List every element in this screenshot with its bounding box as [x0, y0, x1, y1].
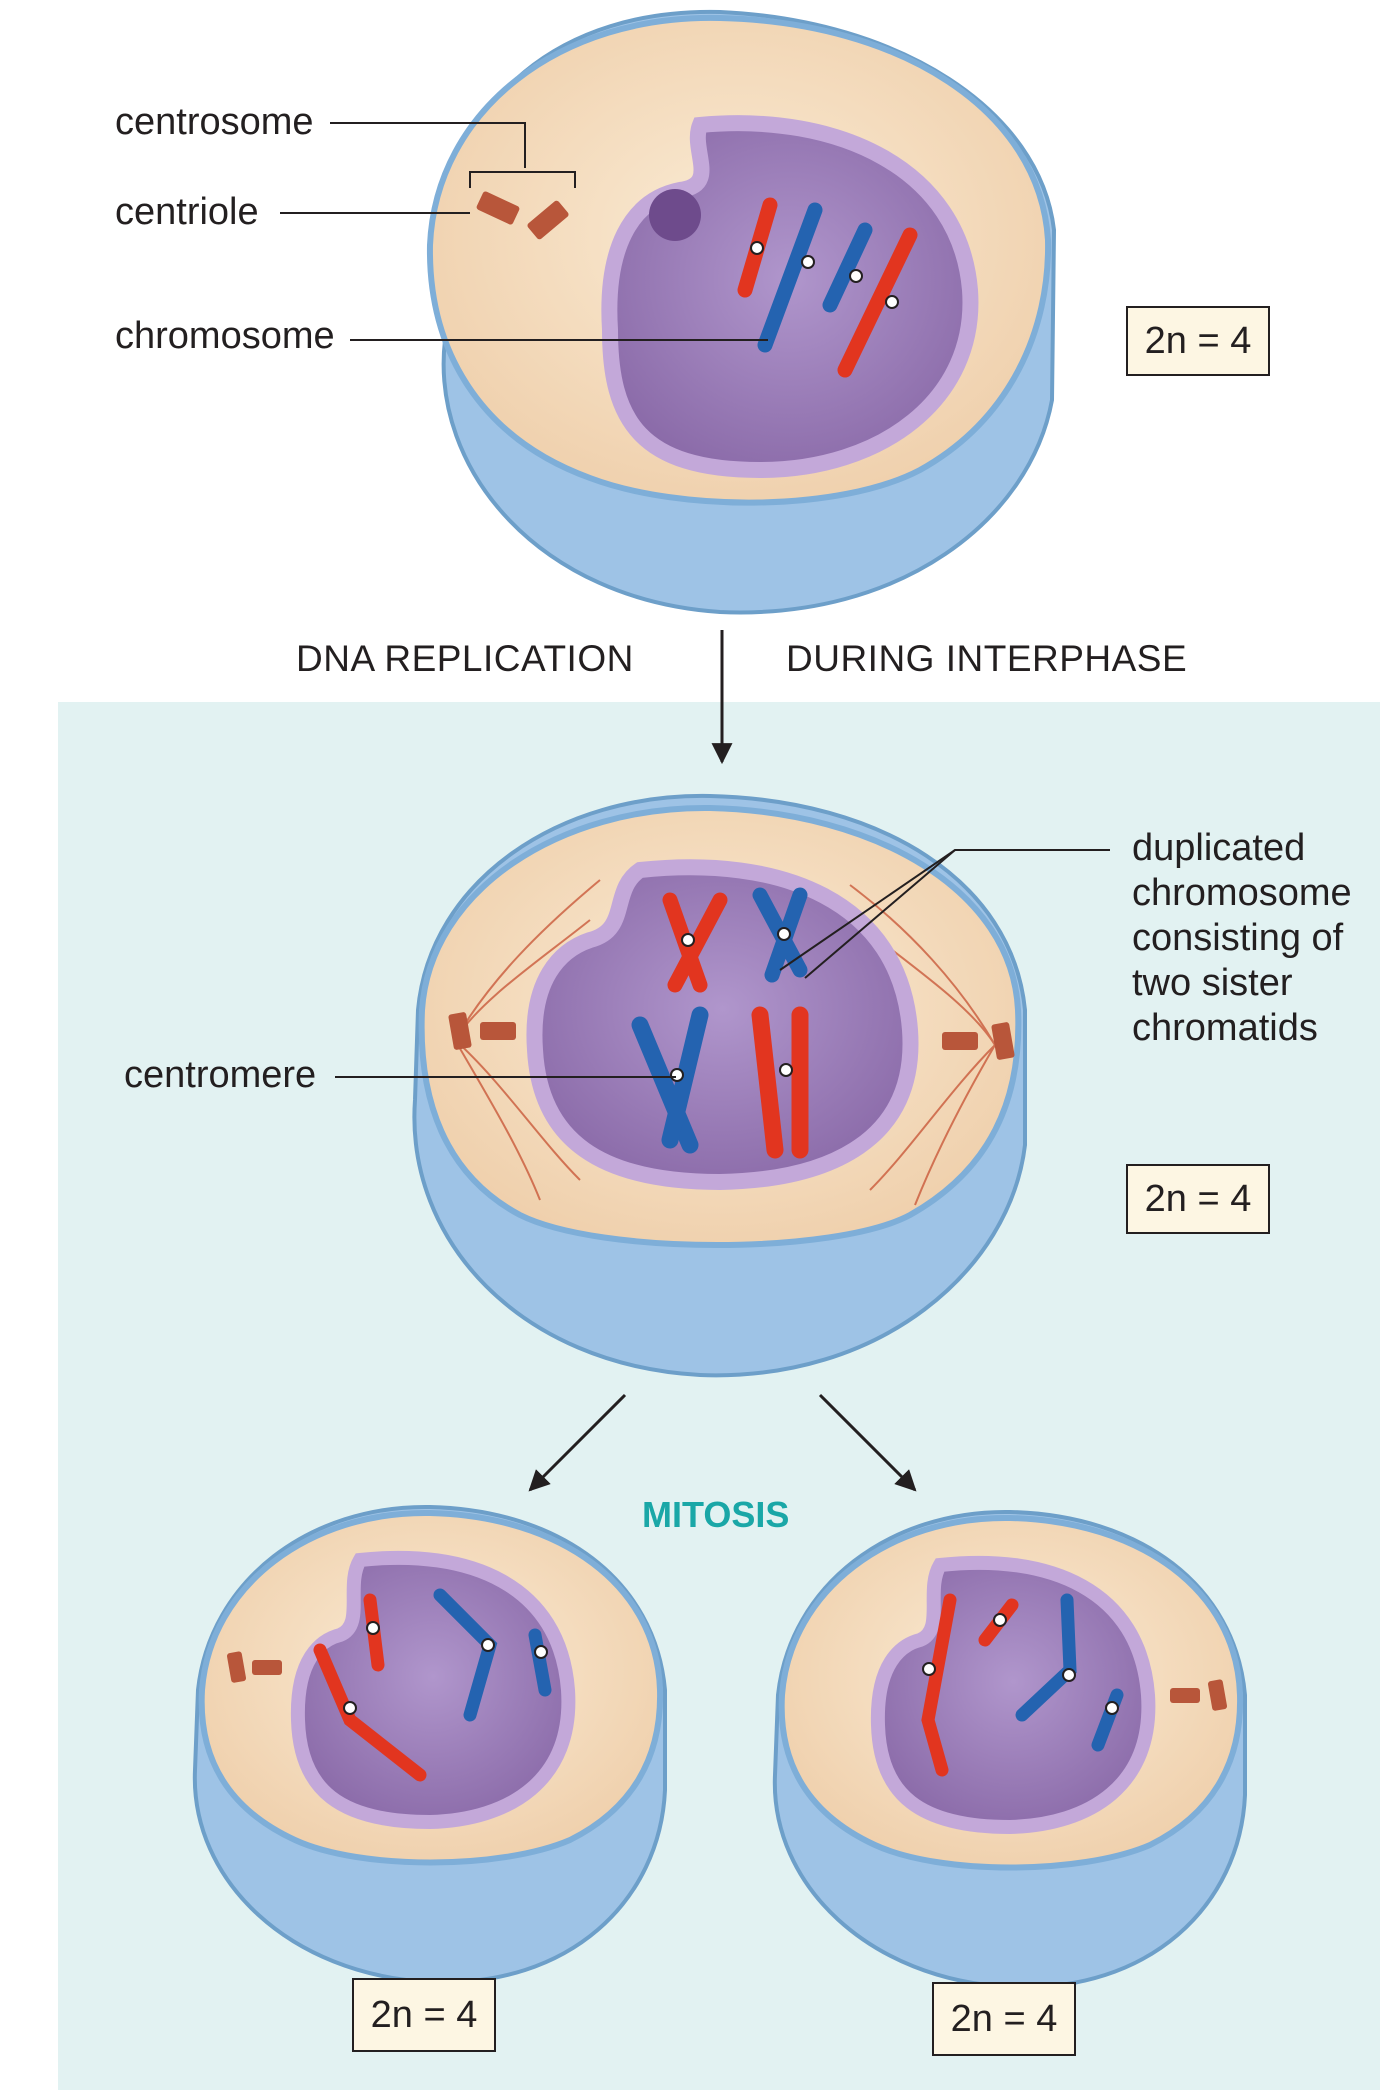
daughter-cell-left [192, 1504, 667, 1985]
centriole-icon [226, 1651, 282, 1683]
parent-cell [280, 9, 1057, 615]
chromosomes-left [313, 1588, 552, 1782]
dna-replication-label: DNA REPLICATION [296, 638, 634, 679]
mitosis-label: MITOSIS [642, 1494, 790, 1535]
replicated-cell [335, 793, 1110, 1378]
centromere-label: centromere [124, 1054, 317, 1096]
nucleus [290, 1550, 576, 1830]
ploidy-box-middle: 2n = 4 [1126, 1164, 1270, 1234]
nucleolus [649, 189, 701, 241]
arrow-to-left-daughter [528, 1393, 627, 1492]
ploidy-box-bottom-right: 2n = 4 [932, 1982, 1076, 2056]
chromosome-label: chromosome [115, 315, 335, 357]
chromosomes-right [921, 1593, 1124, 1777]
daughter-cell-right [772, 1509, 1247, 1990]
centriole-icon [476, 191, 569, 240]
ploidy-box-bottom-left: 2n = 4 [352, 1978, 496, 2052]
duplicated-line-3: consisting of [1132, 917, 1344, 959]
centriole-label: centriole [115, 191, 259, 233]
leader-lines-top [280, 122, 768, 341]
centriole-icon [1170, 1679, 1228, 1711]
during-interphase-label: DURING INTERPHASE [786, 638, 1188, 679]
centriole-icon [448, 1012, 516, 1050]
chromosomes-parent [737, 197, 918, 378]
duplicated-line-1: duplicated [1132, 827, 1306, 869]
leader-lines-middle [335, 849, 1110, 1078]
duplicated-line-5: chromatids [1132, 1007, 1318, 1049]
ploidy-box-top: 2n = 4 [1126, 306, 1270, 376]
duplicated-chromosomes [631, 887, 809, 1159]
duplicated-line-2: chromosome [1132, 872, 1352, 914]
centrosome-label: centrosome [115, 101, 314, 143]
centriole-icon [942, 1022, 1015, 1060]
arrow-to-right-daughter [818, 1393, 917, 1492]
duplicated-chromosome-label: duplicated chromosome consisting of two … [1132, 826, 1352, 1051]
duplicated-line-4: two sister [1132, 962, 1293, 1004]
